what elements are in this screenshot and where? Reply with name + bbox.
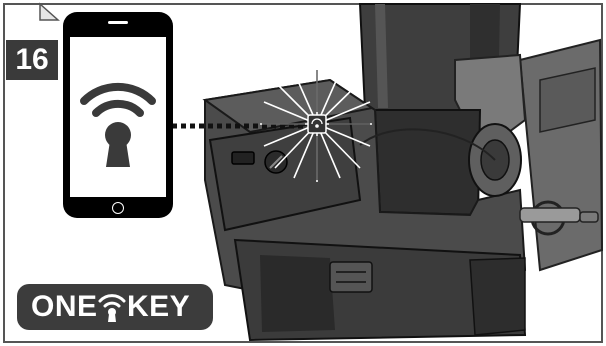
wireless-key-icon <box>70 37 166 197</box>
phone-speaker <box>108 21 128 24</box>
one-key-logo: ONE KEY <box>17 284 213 330</box>
logo-text-one: ONE <box>31 290 98 324</box>
folded-corner <box>40 4 58 20</box>
control-button <box>232 152 254 164</box>
logo-text-key: KEY <box>127 290 190 324</box>
phone-screen <box>70 37 166 197</box>
smartphone <box>63 12 173 218</box>
step-number-badge: 16 <box>6 40 58 80</box>
bluetooth-module-icon <box>308 115 326 133</box>
keyhole-signal-icon <box>97 289 127 325</box>
phone-home-button <box>112 202 124 214</box>
